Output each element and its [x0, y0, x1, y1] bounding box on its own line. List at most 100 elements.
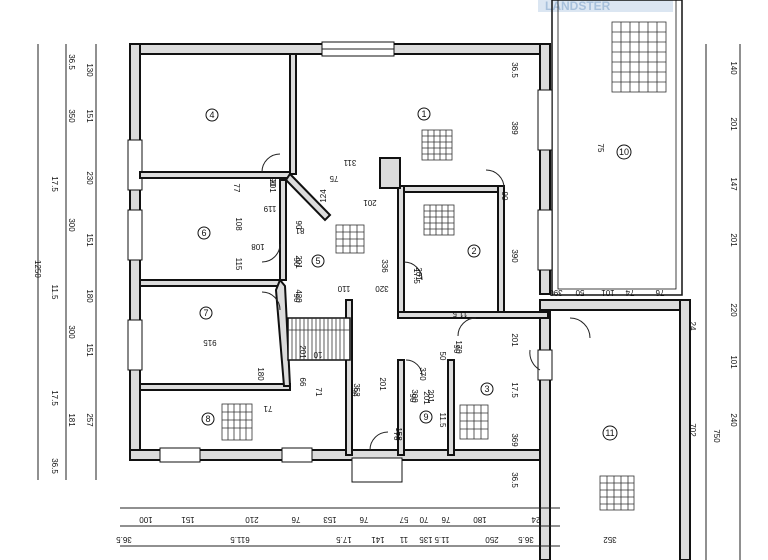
dim-inner-47: 201	[422, 391, 431, 405]
windows	[127, 41, 553, 463]
room-1-label: 1	[417, 107, 431, 121]
dim-inner-24: 390	[510, 249, 519, 263]
dimension-left-total: 1250	[33, 260, 42, 278]
room-7-label: 7	[199, 306, 213, 320]
dim-left-5: 230	[85, 171, 94, 185]
dim-inner-32: 420	[294, 289, 303, 303]
floor-tile-markings	[221, 21, 667, 511]
dim-inner-42: 201	[378, 377, 387, 391]
dim-left-6: 300	[67, 218, 76, 232]
dim-inner-9: 108	[234, 217, 243, 231]
dim-inner-44: 50	[438, 352, 447, 361]
staircase	[287, 317, 351, 361]
dim-inner-8: 77	[232, 184, 241, 193]
dim-bottom1-1: 151	[181, 515, 195, 524]
room-5-number: 5	[315, 256, 320, 266]
dim-left-2: 350	[67, 109, 76, 123]
dim-bottom2-9: 352	[603, 535, 617, 544]
dim-inner-27: 101	[601, 288, 615, 297]
dim-inner-25: 390	[549, 288, 563, 297]
dim-left-8: 11.5	[50, 285, 59, 301]
dim-inner-34: 201	[298, 345, 307, 359]
dim-inner-13: 108	[251, 242, 265, 251]
dim-inner-23: 11.5	[452, 309, 468, 318]
dim-inner-5: 201	[268, 179, 277, 193]
dim-inner-35: 10	[313, 350, 322, 359]
dim-inner-3: 75	[329, 174, 338, 183]
dim-inner-17: 110	[337, 284, 350, 293]
dim-bottom1-4: 153	[323, 515, 337, 524]
room-3-number: 3	[484, 384, 489, 394]
door-swings	[261, 153, 591, 451]
dim-inner-12: 201	[294, 255, 303, 269]
dim-left-3: 151	[85, 109, 94, 123]
dim-bottom1-0: 100	[139, 515, 153, 524]
dim-left-1: 130	[85, 63, 94, 77]
watermark-logo: LANDSTER	[538, 0, 673, 13]
dim-inner-29: 76	[655, 288, 664, 297]
dim-bottom1-6: 57	[399, 515, 408, 524]
dim-bottom2-8: 36.5	[518, 535, 534, 544]
dim-bottom2-6: 11.5	[434, 535, 450, 544]
room-7-number: 7	[203, 308, 208, 318]
dim-right-8: 24	[688, 322, 697, 331]
entrance-step	[351, 457, 403, 483]
dim-left-4: 17.5	[50, 176, 59, 192]
dim-bottom2-1: 611.5	[230, 535, 250, 544]
watermark-text: LANDSTER	[545, 0, 611, 13]
room-10-label: 10	[616, 144, 632, 160]
dim-left-9: 180	[85, 289, 94, 303]
dim-right-4: 220	[729, 303, 738, 317]
room-9-label: 9	[419, 410, 433, 424]
dim-left-12: 17.5	[50, 390, 59, 406]
dim-right-7: 750	[712, 429, 721, 443]
dim-bottom2-2: 17.5	[336, 535, 352, 544]
dim-bottom1-10: 24	[531, 515, 540, 524]
dim-right-3: 201	[729, 233, 738, 247]
dim-inner-26: 50	[575, 288, 584, 297]
room-5-label: 5	[311, 254, 325, 268]
dim-inner-10: 115	[234, 258, 243, 271]
room-2-label: 2	[467, 244, 481, 258]
dim-inner-37: 66	[298, 378, 307, 387]
dim-inner-19: 320	[375, 284, 389, 293]
room-4-label: 4	[205, 108, 219, 122]
dim-right-2: 147	[729, 177, 738, 191]
dim-right-5: 101	[729, 355, 738, 369]
dim-inner-31: 915	[203, 338, 217, 347]
room-4-number: 4	[209, 110, 214, 120]
room-labels: 4 1 6 2 5 7 3 8	[197, 107, 632, 441]
dim-left-14: 257	[85, 413, 94, 427]
dimension-lines	[37, 44, 741, 560]
room-2-number: 2	[471, 246, 476, 256]
dim-inner-11: 90	[292, 258, 301, 267]
room-10-number: 10	[619, 147, 629, 157]
dim-left-0: 36.5	[67, 54, 76, 70]
dim-inner-1: 389	[510, 121, 519, 135]
dim-inner-21: 201	[414, 267, 423, 281]
room-11-label: 11	[602, 425, 618, 441]
room-8-number: 8	[205, 414, 210, 424]
room-6-label: 6	[197, 226, 211, 240]
dim-inner-48: 11.5	[438, 413, 447, 429]
dim-inner-55: 300	[410, 389, 419, 403]
dim-inner-7: 119	[263, 204, 276, 213]
dim-left-15: 36.5	[50, 458, 59, 474]
dim-inner-20: 17.5	[412, 268, 421, 284]
dim-bottom1-3: 76	[291, 515, 300, 524]
dim-inner-41: 90	[350, 388, 359, 397]
dim-inner-56: 90	[408, 394, 417, 403]
dim-inner-28: 74	[625, 288, 634, 297]
dim-inner-50: 76	[392, 432, 401, 441]
dim-bottom1-9: 180	[473, 515, 487, 524]
room-6-number: 6	[201, 228, 206, 238]
dim-inner-43: 370	[418, 367, 427, 381]
dim-inner-2: 311	[343, 158, 356, 167]
dim-right-0: 140	[729, 61, 738, 75]
dim-inner-52: 17.5	[510, 382, 519, 398]
